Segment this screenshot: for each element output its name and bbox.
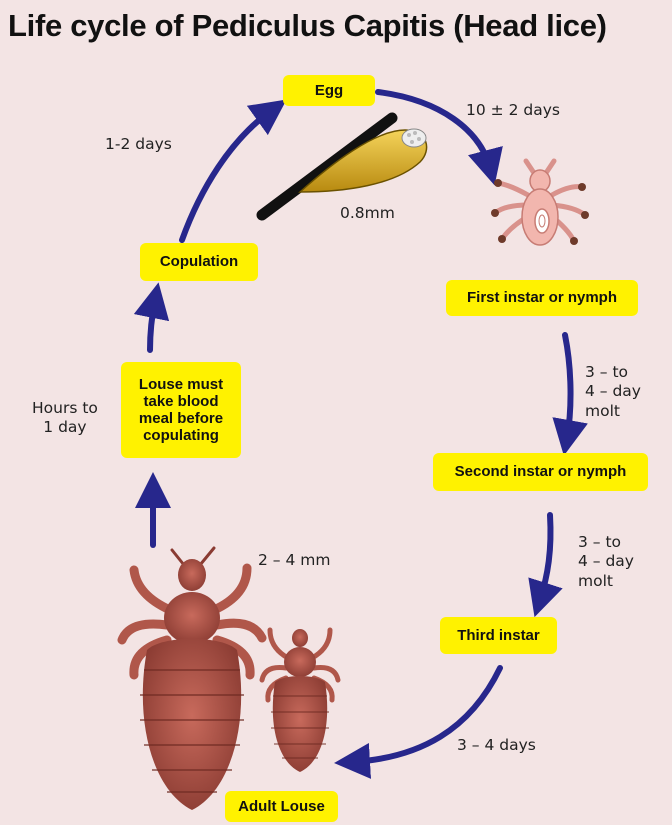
adult-louse-small-illustration bbox=[262, 629, 338, 772]
duration-third-to-adult: 3 – 4 days bbox=[457, 736, 536, 755]
stage-first-instar-label: First instar or nymph bbox=[467, 289, 617, 306]
arrow-first-to-second bbox=[565, 335, 571, 438]
stage-second-instar-label: Second instar or nymph bbox=[455, 463, 627, 480]
stage-third-instar: Third instar bbox=[440, 617, 557, 654]
duration-second-to-third: 3 – to 4 – day molt bbox=[578, 533, 634, 591]
duration-adult-to-blood: Hours to 1 day bbox=[32, 399, 98, 438]
duration-copulation-to-egg: 1-2 days bbox=[105, 135, 172, 154]
stage-third-instar-label: Third instar bbox=[457, 627, 540, 644]
nymph-illustration bbox=[491, 161, 589, 245]
duration-first-to-second: 3 – to 4 – day molt bbox=[585, 363, 641, 421]
stage-first-instar: First instar or nymph bbox=[446, 280, 638, 316]
egg-on-hair-illustration bbox=[262, 118, 427, 215]
duration-adult-to-blood-line-1: Hours to bbox=[32, 399, 98, 418]
stage-copulation: Copulation bbox=[140, 243, 258, 281]
duration-second-to-third-line-1: 3 – to bbox=[578, 533, 634, 552]
egg-size-label: 0.8mm bbox=[340, 204, 395, 223]
duration-second-to-third-line-3: molt bbox=[578, 572, 634, 591]
duration-first-to-second-line-1: 3 – to bbox=[585, 363, 641, 382]
duration-egg-to-first: 10 ± 2 days bbox=[466, 101, 560, 120]
adult-size-label: 2 – 4 mm bbox=[258, 551, 330, 570]
stage-egg: Egg bbox=[283, 75, 375, 106]
stage-adult-louse-label: Adult Louse bbox=[238, 798, 325, 815]
arrow-blood-to-copulation bbox=[150, 300, 155, 350]
arrow-copulation-to-egg bbox=[182, 110, 272, 240]
adult-louse-large-illustration bbox=[122, 548, 262, 810]
stage-blood-meal-label: Louse must take blood meal before copula… bbox=[129, 376, 233, 445]
duration-first-to-second-line-2: 4 – day bbox=[585, 382, 641, 401]
stage-egg-label: Egg bbox=[315, 82, 343, 99]
stage-adult-louse: Adult Louse bbox=[225, 791, 338, 822]
duration-first-to-second-line-3: molt bbox=[585, 402, 641, 421]
stage-second-instar: Second instar or nymph bbox=[433, 453, 648, 491]
duration-second-to-third-line-2: 4 – day bbox=[578, 552, 634, 571]
arrow-second-to-third bbox=[540, 515, 551, 600]
stage-blood-meal: Louse must take blood meal before copula… bbox=[121, 362, 241, 458]
duration-adult-to-blood-line-2: 1 day bbox=[32, 418, 98, 437]
stage-copulation-label: Copulation bbox=[160, 253, 238, 270]
